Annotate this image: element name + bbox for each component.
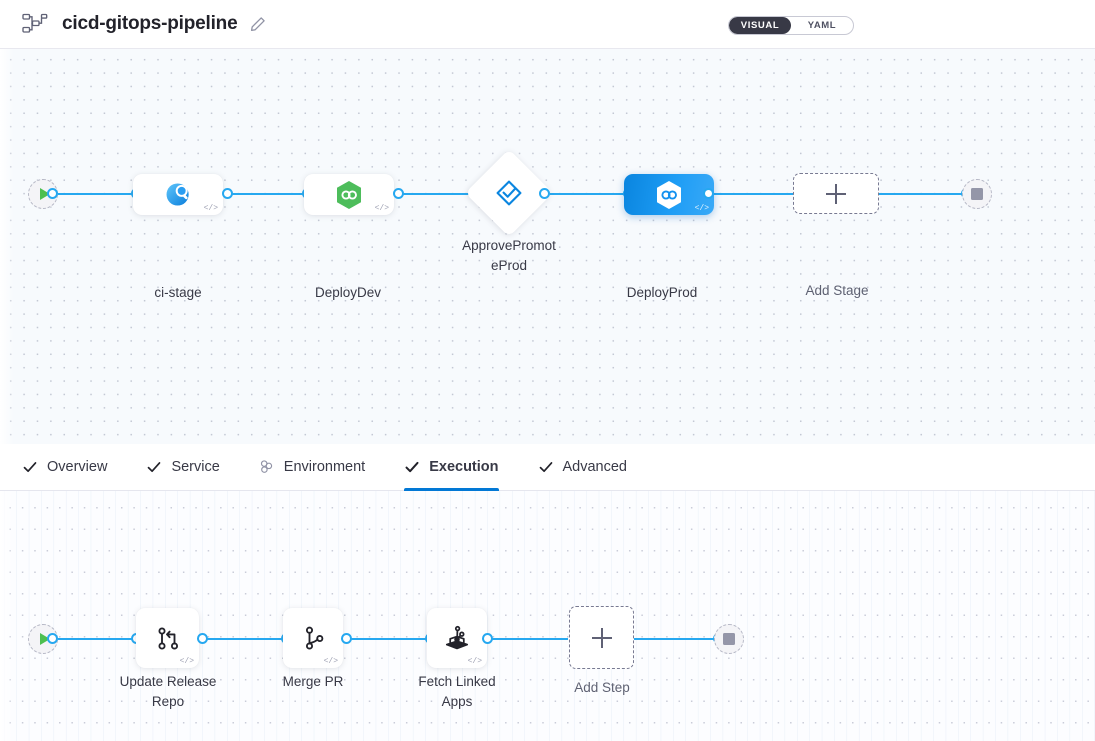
port-update-release-repo-out[interactable]: [197, 633, 208, 644]
code-badge: </>: [694, 204, 709, 213]
step-end-node[interactable]: [714, 624, 744, 654]
stage-config-tabs: Overview Service Environment Execution: [0, 444, 1095, 491]
port-ci-out[interactable]: [222, 188, 233, 199]
toggle-option-visual[interactable]: VISUAL: [729, 17, 791, 34]
header-bar: cicd-gitops-pipeline VISUAL YAML: [0, 0, 1095, 49]
stop-icon: [723, 633, 735, 645]
code-badge: </>: [203, 204, 218, 213]
check-icon: [146, 459, 162, 475]
check-icon: [404, 459, 420, 475]
header-left-group: cicd-gitops-pipeline: [0, 13, 266, 35]
add-step-label: Add Step: [574, 680, 630, 695]
edit-pencil-icon[interactable]: [237, 16, 266, 32]
port-merge-pr-out[interactable]: [341, 633, 352, 644]
tab-label-execution: Execution: [429, 459, 499, 475]
play-icon: [39, 188, 50, 200]
port-start-out[interactable]: [47, 188, 58, 199]
tab-label-advanced: Advanced: [562, 459, 628, 475]
plus-icon: [826, 183, 846, 204]
tab-execution[interactable]: Execution: [404, 444, 499, 491]
stage-node-ci-stage[interactable]: </>: [133, 174, 223, 215]
port-deploydev-out[interactable]: [393, 188, 404, 199]
edge-add-step-to-end: [634, 638, 724, 640]
stop-icon: [971, 188, 983, 200]
step-node-update-release-repo[interactable]: </>: [136, 608, 199, 668]
step-label-line2: Repo: [151, 694, 185, 709]
edge-deployprod-to-addstage: [709, 193, 799, 195]
add-step-button[interactable]: [569, 606, 634, 669]
port-deployprod-out[interactable]: [703, 188, 714, 199]
tab-environment[interactable]: Environment: [259, 444, 365, 490]
git-pull-request-icon: [305, 626, 324, 650]
port-approve-out[interactable]: [539, 188, 550, 199]
tab-service[interactable]: Service: [146, 444, 220, 490]
stage-label-line2: eProd: [490, 258, 528, 273]
stage-label-approve-promote-prod: ApprovePromot eProd: [449, 236, 569, 276]
step-node-fetch-linked-apps[interactable]: </>: [427, 608, 487, 668]
green-hexagon-deploy-icon: [337, 180, 361, 209]
ci-build-scan-icon: [166, 183, 189, 206]
page-title: cicd-gitops-pipeline: [62, 13, 238, 34]
code-badge: </>: [179, 657, 194, 666]
code-badge: </>: [374, 204, 389, 213]
edge-start-to-ci: [52, 193, 144, 195]
edge-approve-to-deployprod: [545, 193, 630, 195]
toggle-option-yaml[interactable]: YAML: [807, 20, 837, 31]
tab-overview[interactable]: Overview: [22, 444, 107, 490]
step-label-line1: Fetch Linked: [418, 674, 496, 689]
step-label-line2: Apps: [441, 694, 473, 709]
code-badge: </>: [467, 657, 482, 666]
tab-label-overview: Overview: [47, 459, 108, 475]
code-badge: </>: [323, 657, 338, 666]
edge-start-to-update-release-repo: [52, 638, 144, 640]
infrastructure-icon: [259, 459, 275, 475]
harness-deployment-icon: [445, 625, 469, 650]
pipeline-icon: [22, 13, 62, 35]
play-icon: [39, 633, 50, 645]
port-fetch-linked-apps-out[interactable]: [482, 633, 493, 644]
edge-update-release-repo-to-merge-pr: [203, 638, 288, 640]
check-icon: [22, 459, 38, 475]
add-stage-label: Add Stage: [805, 283, 869, 298]
edge-deploydev-to-approve: [399, 193, 479, 195]
stage-label-deploydev: DeployDev: [314, 285, 382, 300]
tab-label-service: Service: [171, 459, 220, 475]
edge-fetch-linked-apps-to-add-step: [488, 638, 568, 640]
edge-merge-pr-to-fetch-linked-apps: [347, 638, 432, 640]
edge-addstage-to-end: [877, 193, 972, 195]
tab-advanced[interactable]: Advanced: [538, 444, 628, 490]
stage-label-ci-stage: ci-stage: [154, 285, 202, 300]
step-node-merge-pr[interactable]: </>: [283, 608, 343, 668]
view-mode-toggle[interactable]: VISUAL YAML: [728, 16, 854, 35]
stage-node-deploydev[interactable]: </>: [304, 174, 394, 215]
execution-steps-canvas[interactable]: </> Update Release Repo </> Merge PR: [0, 491, 1095, 741]
stage-canvas[interactable]: </> ci-stage </> DeployDev: [0, 49, 1095, 444]
stage-label-deployprod: DeployProd: [626, 285, 698, 300]
git-branch-icon: [157, 627, 178, 650]
plus-icon: [591, 627, 612, 648]
stage-label-line1: ApprovePromot: [462, 238, 556, 253]
edge-ci-to-deploydev: [228, 193, 320, 195]
white-hexagon-deploy-icon: [657, 180, 681, 209]
step-label-line1: Update Release: [119, 674, 217, 689]
add-stage-button[interactable]: [793, 173, 879, 214]
tab-label-environment: Environment: [283, 459, 366, 475]
check-icon: [538, 459, 554, 475]
stage-node-deployprod[interactable]: </>: [624, 174, 714, 215]
stage-end-node[interactable]: [962, 179, 992, 209]
step-label-fetch-linked-apps: Fetch Linked Apps: [397, 672, 517, 712]
step-label-update-release-repo: Update Release Repo: [103, 672, 233, 712]
port-step-start-out[interactable]: [47, 633, 58, 644]
step-label-merge-pr: Merge PR: [282, 674, 344, 689]
